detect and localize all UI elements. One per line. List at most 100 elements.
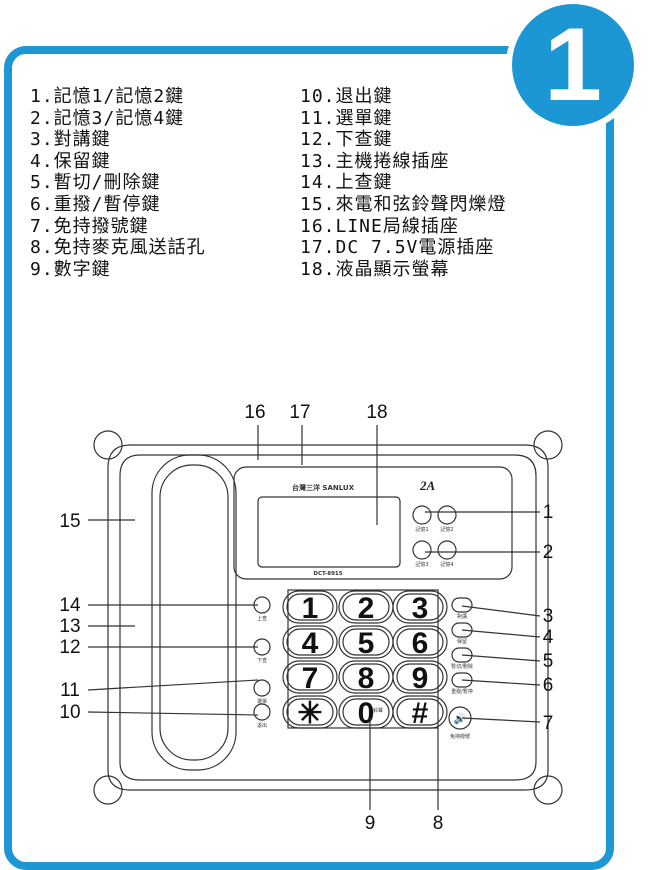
- key-label: 3: [412, 592, 429, 625]
- legend-item: 3.對講鍵: [30, 129, 111, 151]
- memory-button-2[interactable]: [437, 505, 457, 525]
- key-inner: [286, 663, 334, 691]
- key-inner: [286, 628, 334, 656]
- memory-button-1[interactable]: [412, 505, 432, 525]
- key-label: 2: [358, 592, 375, 625]
- callout-line: [87, 679, 259, 691]
- callout-line: [461, 717, 541, 723]
- legend-item: 18.液晶顯示螢幕: [300, 258, 450, 280]
- key-#[interactable]: [392, 695, 448, 729]
- memory-button-4[interactable]: [437, 540, 457, 560]
- callout-line: [461, 605, 541, 617]
- key-label: 6: [412, 627, 429, 660]
- callout-4: 4: [543, 627, 554, 648]
- callout-5: 5: [543, 651, 554, 672]
- left-button-label: 下查: [257, 657, 267, 664]
- key-label: 9: [412, 662, 429, 695]
- left-button-label: 退出: [257, 722, 267, 729]
- key-4[interactable]: [282, 625, 338, 659]
- key-inner: [342, 593, 390, 621]
- handset-inner: [159, 464, 229, 761]
- key-1[interactable]: [282, 590, 338, 624]
- callout-1: 1: [543, 502, 554, 523]
- diagram-frame: [4, 46, 614, 870]
- legend-item: 1.記憶1/記憶2鍵: [30, 86, 185, 107]
- legend-item: 10.退出鍵: [300, 86, 393, 107]
- legend-item: 7.免持撥號鍵: [30, 215, 149, 237]
- key-✳[interactable]: [282, 695, 338, 729]
- memory-button-3[interactable]: [412, 540, 432, 560]
- callout-8: 8: [433, 813, 444, 834]
- right-button-label: 對講: [457, 613, 467, 620]
- left-button-3[interactable]: [253, 703, 271, 721]
- legend-item: 12.下查鍵: [300, 129, 393, 151]
- callout-2: 2: [543, 542, 554, 563]
- key-9[interactable]: [392, 660, 448, 694]
- memory-button-label: 記憶2: [440, 526, 453, 533]
- callout-line: [461, 679, 541, 686]
- key-label: 1: [302, 592, 319, 625]
- key-inner: [396, 593, 444, 621]
- left-button-label: 選單: [257, 698, 267, 705]
- callout-11: 11: [60, 680, 80, 701]
- legend-item: 17.DC 7.5V電源插座: [300, 237, 495, 259]
- callout-3: 3: [543, 606, 554, 627]
- corner-bumper: [533, 430, 563, 460]
- key-inner: [342, 628, 390, 656]
- 24a-logo: 2A: [419, 478, 436, 493]
- callout-14: 14: [59, 595, 81, 616]
- handset: [151, 454, 237, 771]
- right-button-1[interactable]: [451, 622, 473, 638]
- key-label: ✳: [297, 697, 322, 730]
- corner-bumper: [93, 430, 123, 460]
- key-label: 7: [302, 662, 319, 695]
- callout-10: 10: [59, 702, 80, 723]
- memory-button-label: 記憶1: [415, 526, 428, 533]
- key-inner: [342, 663, 390, 691]
- key-label: 4: [302, 627, 319, 660]
- key-inner: [396, 628, 444, 656]
- callout-16: 16: [244, 402, 265, 423]
- right-button-label: 重撥/暫停: [451, 688, 473, 695]
- right-button-2[interactable]: [451, 647, 473, 663]
- brand-logo: 台灣三洋 SANLUX: [292, 483, 355, 492]
- legend-item: 13.主機捲線插座: [300, 150, 450, 172]
- key-inner: [286, 698, 334, 726]
- callout-17: 17: [289, 402, 310, 423]
- callout-12: 12: [59, 637, 80, 658]
- key-inner: [396, 663, 444, 691]
- key-inner: [396, 698, 444, 726]
- legend-item: 15.來電和弦鈴聲閃爍燈: [300, 193, 507, 215]
- corner-bumper: [533, 775, 563, 805]
- memory-button-label: 記憶4: [440, 561, 453, 568]
- key-label: #: [412, 697, 429, 730]
- right-button-label: 暫切/刪除: [451, 663, 473, 670]
- legend-item: 4.保留鍵: [30, 150, 111, 172]
- speaker-icon: 🔊: [454, 712, 466, 725]
- legend-item: 11.選單鍵: [300, 107, 393, 129]
- top-panel: [233, 466, 513, 580]
- right-button-0[interactable]: [451, 597, 473, 613]
- legend-item: 8.免持麥克風送話孔: [30, 237, 206, 259]
- legend-item: 6.重撥/暫停鍵: [30, 193, 161, 215]
- callout-line: [461, 654, 541, 662]
- callout-7: 7: [543, 713, 554, 734]
- legend-item: 16.LINE局線插座: [300, 215, 459, 237]
- left-button-2[interactable]: [253, 679, 271, 697]
- lcd-screen: [257, 496, 401, 568]
- key-inner: [342, 698, 390, 726]
- key-inner: [286, 593, 334, 621]
- key-3[interactable]: [392, 590, 448, 624]
- callout-18: 18: [366, 402, 387, 423]
- key-6[interactable]: [392, 625, 448, 659]
- right-button-3[interactable]: [451, 672, 473, 688]
- legend-item: 5.暫切/刪除鍵: [30, 172, 161, 194]
- key-7[interactable]: [282, 660, 338, 694]
- key-label: 8: [358, 662, 375, 695]
- zero-sub-label: 鈴聲: [373, 707, 383, 714]
- left-button-label: 上查: [257, 615, 267, 622]
- memory-button-label: 記憶3: [415, 561, 428, 568]
